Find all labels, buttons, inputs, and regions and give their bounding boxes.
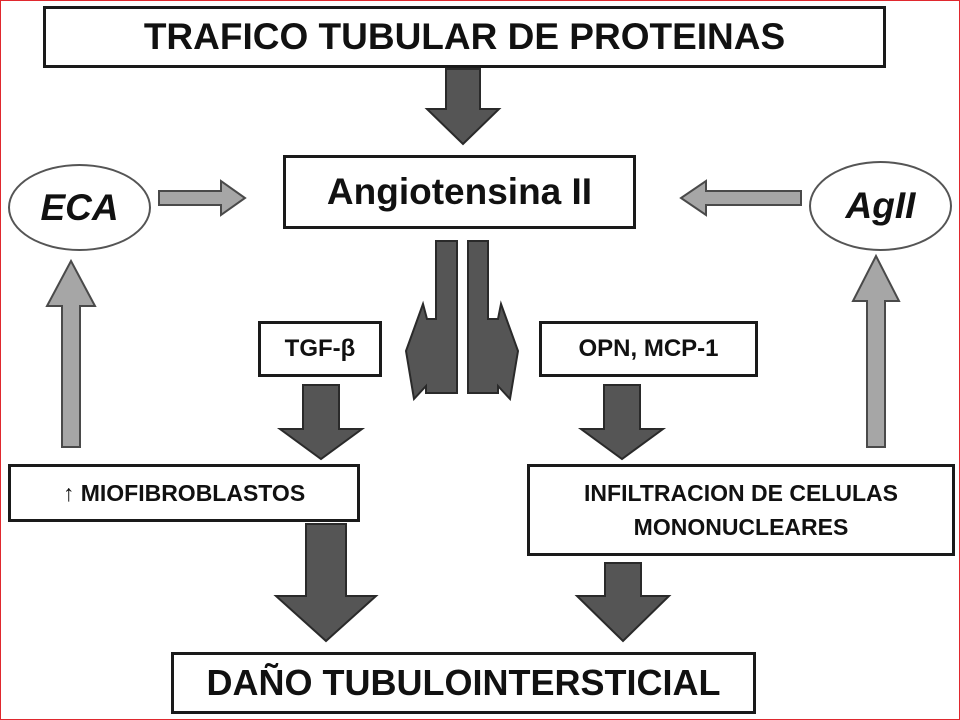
arrow-title-to-center — [424, 68, 502, 146]
arrow-eca-to-center — [158, 179, 247, 217]
agii-ellipse: AgII — [809, 161, 952, 251]
dano-text: DAÑO TUBULOINTERSTICIAL — [206, 662, 721, 703]
opn-mcp-box: OPN, MCP-1 — [539, 321, 758, 377]
infiltracion-box: INFILTRACION DE CELULAS MONONUCLEARES — [527, 464, 955, 556]
eca-text: ECA — [40, 186, 119, 228]
arrow-tgf-to-miofibroblastos — [276, 384, 366, 461]
tgf-beta-text: TGF-β — [284, 335, 356, 362]
eca-ellipse: ECA — [8, 164, 151, 251]
arrow-center-to-tgf — [404, 240, 458, 402]
miofibroblastos-text: ↑ MIOFIBROBLASTOS — [62, 479, 306, 506]
arrow-center-to-opn — [467, 240, 520, 402]
arrow-opn-to-infiltracion — [577, 384, 667, 461]
title-text: TRAFICO TUBULAR DE PROTEINAS — [143, 16, 786, 57]
title-box: TRAFICO TUBULAR DE PROTEINAS — [43, 6, 886, 68]
arrow-miofibroblastos-to-eca — [45, 258, 97, 448]
tgf-beta-box: TGF-β — [258, 321, 382, 377]
arrow-infiltracion-to-agii — [851, 253, 901, 448]
arrow-miofibroblastos-to-dano — [273, 523, 379, 643]
agii-text: AgII — [845, 185, 916, 226]
infiltracion-line2: MONONUCLEARES — [633, 514, 849, 540]
dano-box: DAÑO TUBULOINTERSTICIAL — [171, 652, 756, 714]
angiotensina-box: Angiotensina II — [283, 155, 636, 229]
opn-mcp-text: OPN, MCP-1 — [578, 335, 719, 362]
angiotensina-text: Angiotensina II — [326, 171, 593, 212]
arrow-agii-to-center — [679, 179, 802, 217]
miofibroblastos-box: ↑ MIOFIBROBLASTOS — [8, 464, 360, 522]
arrow-infiltracion-to-dano — [574, 562, 672, 643]
infiltracion-line1: INFILTRACION DE CELULAS — [584, 480, 898, 506]
